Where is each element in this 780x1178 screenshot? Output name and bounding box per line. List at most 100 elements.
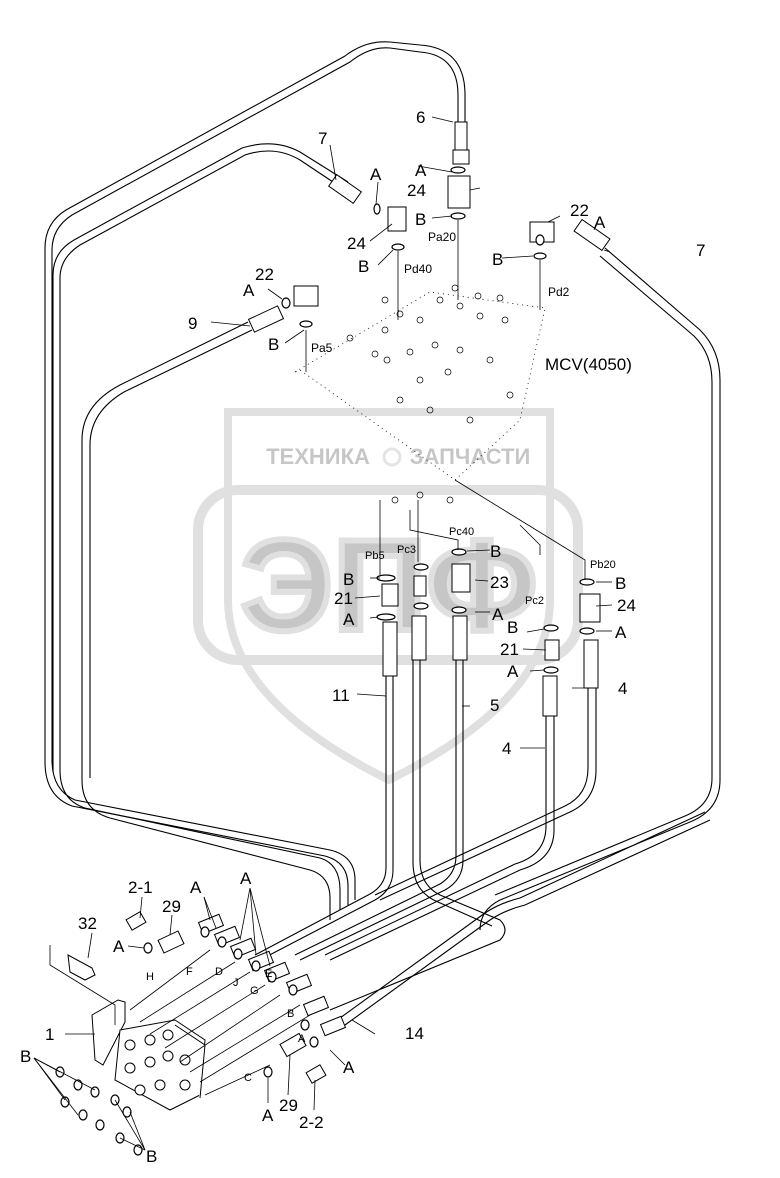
hose-end-5b [452, 615, 468, 661]
part-label-7-left: 7 [318, 129, 327, 148]
port-label-pb20: Pb20 [590, 559, 616, 571]
seal-label-b: B [492, 250, 503, 269]
seal-label-a: A [262, 1106, 274, 1125]
watermark-text-left: ТЕХНИКА [266, 444, 370, 469]
seal-label-a: A [240, 869, 252, 888]
seal-label-a: A [615, 623, 627, 642]
watermark-text-right: ЗАПЧАСТИ [410, 444, 531, 469]
part-label-11: 11 [332, 686, 350, 705]
hose-end-4-right [583, 639, 599, 689]
part-label-24-right: 24 [617, 596, 636, 615]
seal-label-a: A [343, 610, 355, 629]
part-label-29-upper: 29 [162, 897, 181, 916]
part-label-4-mid: 4 [502, 739, 511, 758]
block-letter-b: B [287, 1008, 294, 1020]
part-label-24-top: 24 [407, 181, 426, 200]
port-label-pd2: Pd2 [548, 285, 570, 299]
gear-icon [382, 447, 402, 467]
seal-label-a: A [370, 165, 382, 184]
hose-end-7-left [328, 173, 362, 205]
port-label-pc3: Pc3 [397, 544, 416, 556]
block-letter-a: A [298, 1033, 306, 1045]
part-label-2-2: 2-2 [299, 1113, 324, 1132]
o-rings [281, 166, 595, 674]
part-label-2-1: 2-1 [128, 878, 153, 897]
part-label-7-right: 7 [696, 241, 705, 260]
valve-label: MCV(4050) [545, 355, 632, 374]
part-label-4-right: 4 [618, 679, 627, 698]
tee-23 [451, 563, 471, 593]
part-label-29-lower: 29 [279, 1096, 298, 1115]
leader-lines [33, 116, 613, 1151]
seal-label-a: A [415, 161, 427, 180]
port-label-pc40: Pc40 [449, 526, 474, 538]
hose-end-4-mid [542, 675, 558, 717]
hose-bundle [44, 41, 721, 1026]
seal-label-a: A [492, 605, 504, 624]
port-label-pa5: Pa5 [311, 341, 333, 355]
seal-label-b: B [615, 574, 626, 593]
tee-29-lower [279, 1032, 307, 1058]
port-label-pa20: Pa20 [428, 230, 456, 244]
part-label-21-left: 21 [334, 589, 353, 608]
block-letter-d: D [215, 966, 223, 978]
seal-label-a: A [243, 281, 255, 300]
elbow-22-left [293, 285, 319, 307]
tee-29-upper [157, 930, 185, 954]
seal-label-a: A [507, 662, 519, 681]
adapter-21-left [381, 583, 399, 607]
block-letter-g: G [250, 985, 259, 997]
adapter-2-1 [125, 911, 147, 931]
part-label-21-right: 21 [500, 640, 519, 659]
adapter-21-center [413, 575, 427, 597]
part-label-23: 23 [490, 573, 509, 592]
part-label-24-left: 24 [347, 234, 366, 253]
part-label-6: 6 [416, 108, 425, 127]
adapter-21-right [544, 639, 560, 661]
block-letter-e: E [265, 968, 272, 980]
block-letter-f: F [186, 966, 193, 978]
part-label-22-left: 22 [255, 265, 274, 284]
hose-end-11 [382, 621, 398, 677]
seal-label-b: B [490, 542, 501, 561]
hose-end-6 [454, 121, 468, 151]
hose-end-9 [247, 305, 285, 333]
fittings [247, 121, 611, 717]
block-letter-h: H [146, 971, 154, 983]
hose-end-5a [411, 615, 427, 661]
part-label-9: 9 [188, 314, 197, 333]
part-label-1: 1 [45, 1025, 54, 1044]
seal-label-a: A [113, 937, 125, 956]
part-label-14: 14 [405, 1024, 424, 1043]
seal-label-b: B [507, 618, 518, 637]
port-label-pd40: Pd40 [404, 262, 432, 276]
seal-label-b: B [358, 257, 369, 276]
hose-nut-6 [452, 149, 470, 165]
seal-label-b: B [343, 570, 354, 589]
part-label-5: 5 [490, 696, 499, 715]
seal-label-a: A [343, 1058, 355, 1077]
labels: 6 7 A A 24 B Pa20 24 B Pd40 B Pd2 22 A 7… [20, 108, 705, 1166]
seal-label-a: A [594, 213, 606, 232]
seal-label-a: A [190, 878, 202, 897]
seal-label-b: B [146, 1147, 157, 1166]
port-label-pc2: Pc2 [525, 595, 544, 607]
bracket-1 [91, 999, 126, 1066]
control-valve-body [294, 284, 546, 504]
tee-24-top [447, 175, 471, 209]
lower-manifold [49, 911, 347, 1156]
seal-label-b: B [415, 210, 426, 229]
tee-24-right [579, 593, 601, 623]
block-letter-j: J [233, 977, 239, 989]
block-letter-c: C [244, 1072, 252, 1084]
seal-label-b: B [268, 335, 279, 354]
hose-end-7-right [573, 218, 611, 252]
seal-label-b: B [20, 1047, 31, 1066]
adapter-2-2 [305, 1064, 327, 1084]
port-label-pb5: Pb5 [365, 550, 385, 562]
bolt-32 [67, 954, 96, 981]
part-label-32: 32 [78, 914, 97, 933]
part-label-22-right: 22 [570, 201, 589, 220]
